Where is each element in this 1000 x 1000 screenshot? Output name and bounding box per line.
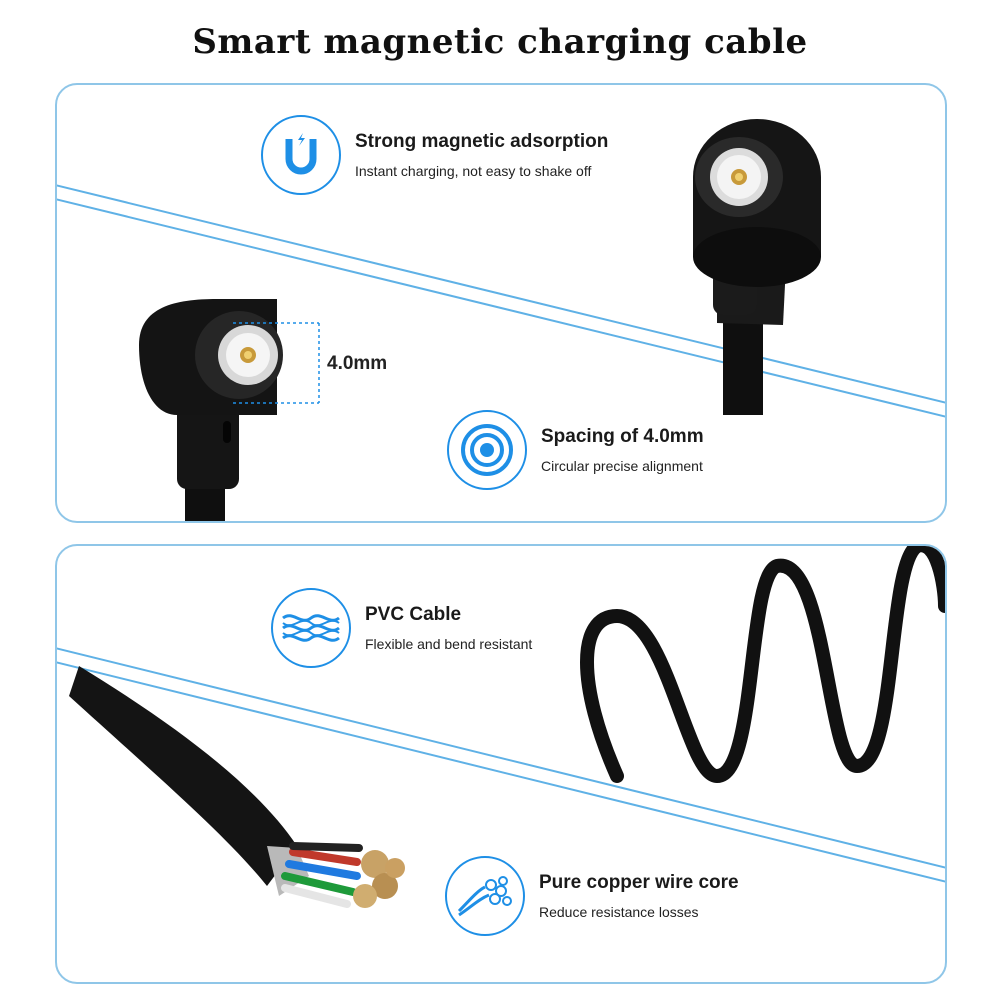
diagonal-separator <box>57 647 945 869</box>
feature-magnetic-adsorption: Strong magnetic adsorption Instant charg… <box>261 115 608 195</box>
top-feature-panel: 4.0mm Strong magnetic adsorption Instant… <box>55 83 947 523</box>
diagonal-separator <box>57 661 945 883</box>
feature-subtitle: Instant charging, not easy to shake off <box>355 163 592 179</box>
braided-cable-icon <box>271 588 351 668</box>
feature-title: Pure copper wire core <box>539 872 739 893</box>
wire-strands-icon <box>445 856 525 936</box>
feature-title: Strong magnetic adsorption <box>355 131 609 152</box>
feature-subtitle: Circular precise alignment <box>541 458 703 474</box>
coiled-cable <box>580 546 945 784</box>
magnet-icon <box>261 115 341 195</box>
cut-cable-core <box>69 666 405 908</box>
feature-spacing: Spacing of 4.0mm Circular precise alignm… <box>447 410 704 490</box>
feature-subtitle: Reduce resistance losses <box>539 904 699 920</box>
bottom-feature-panel: PVC Cable Flexible and bend resistant Pu… <box>55 544 947 984</box>
magnetic-connector-left <box>139 299 320 521</box>
dimension-label: 4.0mm <box>327 353 388 374</box>
feature-copper-core: Pure copper wire core Reduce resistance … <box>445 856 739 936</box>
diagonal-separator <box>57 184 945 404</box>
page-title: Smart magnetic charging cable <box>192 22 808 62</box>
magnetic-connector-top <box>693 119 821 415</box>
feature-pvc-cable: PVC Cable Flexible and bend resistant <box>271 588 532 668</box>
feature-title: PVC Cable <box>365 604 462 625</box>
diagonal-separator <box>57 198 945 418</box>
target-icon <box>447 410 527 490</box>
top-panel-artwork <box>57 119 945 521</box>
feature-subtitle: Flexible and bend resistant <box>365 636 533 652</box>
feature-title: Spacing of 4.0mm <box>541 426 704 447</box>
bottom-panel-artwork <box>57 546 945 908</box>
